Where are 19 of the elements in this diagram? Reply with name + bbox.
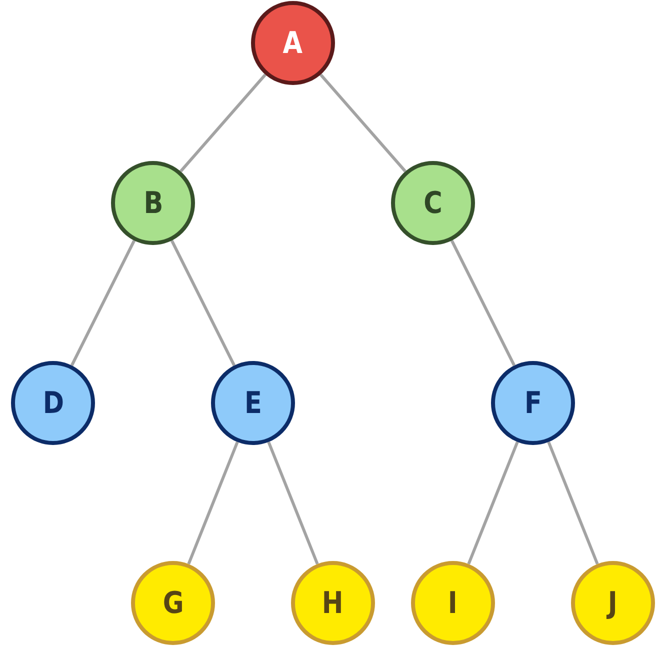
node-label: J: [608, 586, 618, 620]
connector-line: [320, 74, 406, 172]
connector-line: [267, 441, 319, 565]
connector-line: [547, 441, 599, 565]
node-label: D: [42, 386, 64, 420]
node-label: A: [283, 26, 303, 60]
node-label: E: [244, 386, 262, 420]
connector-line: [450, 240, 516, 366]
node-label: F: [524, 386, 542, 420]
node-label: B: [143, 186, 163, 220]
node-label: H: [322, 586, 344, 620]
node-label: I: [448, 586, 458, 620]
connector-line: [180, 74, 266, 172]
connector-line: [187, 441, 239, 565]
connector-line: [467, 441, 519, 565]
connector-line: [70, 240, 136, 366]
node-label: G: [162, 586, 184, 620]
node-label: C: [424, 186, 442, 220]
connector-line: [170, 240, 236, 366]
